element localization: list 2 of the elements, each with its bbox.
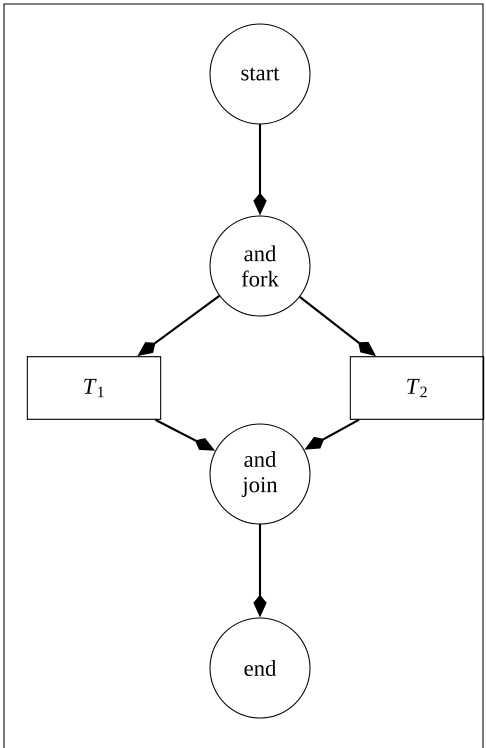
task-box: T$_{2}$: [350, 356, 484, 420]
task-box: T$_{1}$: [26, 356, 162, 420]
